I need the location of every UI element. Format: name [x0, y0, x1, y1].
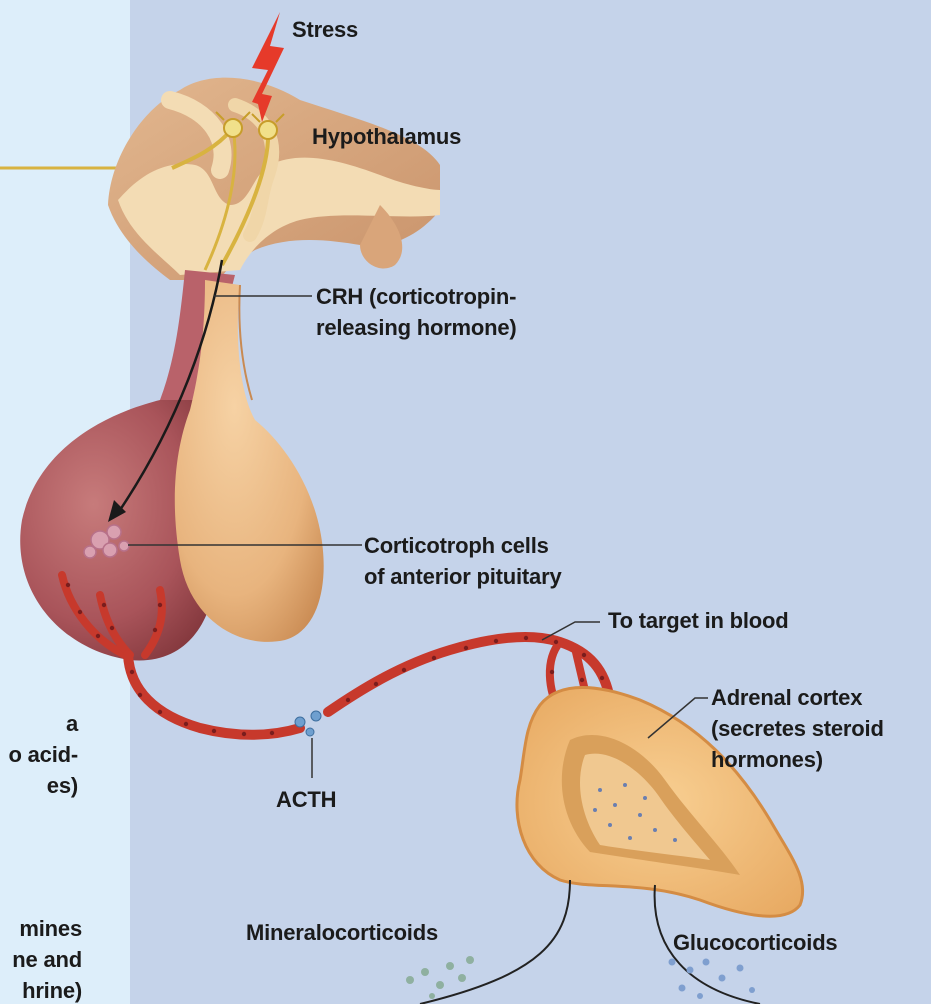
left-fragment-block-2: mines ne and hrine): [12, 913, 82, 1004]
left-fragment-block-1: a o acid- es): [9, 708, 79, 801]
corticotroph-label-line: Corticotroph cells: [364, 530, 562, 561]
crh-label-line: CRH (corticotropin-: [316, 281, 517, 312]
left-fragment-line: a: [9, 708, 79, 739]
glucocorticoids-label: Glucocorticoids: [673, 927, 837, 958]
adrenal-cortex-label-line: Adrenal cortex: [711, 682, 884, 713]
adrenal-cortex-label-line: (secretes steroid: [711, 713, 884, 744]
left-fragment-line: hrine): [12, 975, 82, 1004]
crh-label: CRH (corticotropin- releasing hormone): [316, 281, 517, 343]
stress-label: Stress: [292, 14, 358, 45]
left-fragment-line: es): [9, 770, 79, 801]
corticotroph-label-line: of anterior pituitary: [364, 561, 562, 592]
hypothalamus-illustration: [108, 78, 440, 280]
left-fragment-line: mines: [12, 913, 82, 944]
left-fragment-line: o acid-: [9, 739, 79, 770]
hypothalamus-label: Hypothalamus: [312, 121, 461, 152]
acth-label: ACTH: [276, 784, 336, 815]
crh-label-line: releasing hormone): [316, 312, 517, 343]
corticotroph-label: Corticotroph cells of anterior pituitary: [364, 530, 562, 592]
adrenal-cortex-label: Adrenal cortex (secretes steroid hormone…: [711, 682, 884, 775]
to-target-label: To target in blood: [608, 605, 789, 636]
mineralocorticoids-label: Mineralocorticoids: [246, 917, 438, 948]
adrenal-cortex-label-line: hormones): [711, 744, 884, 775]
left-fragment-line: ne and: [12, 944, 82, 975]
